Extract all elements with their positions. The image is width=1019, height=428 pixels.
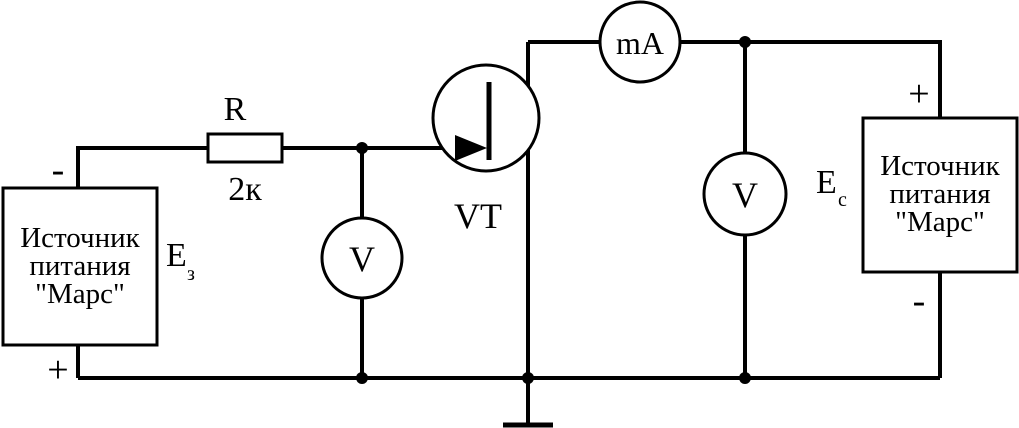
right-source-emf-sub: c (838, 189, 847, 211)
left-source-emf-sub: з (187, 263, 195, 285)
milliammeter: mA (598, 0, 682, 84)
junction-dot (739, 36, 751, 48)
transistor-label: VT (454, 196, 502, 236)
left-source-line-3: "Марс" (35, 278, 125, 310)
right-source-bottom-sign: - (913, 280, 926, 322)
transistor-circle (431, 63, 541, 173)
junction-dot (356, 372, 368, 384)
gate-voltmeter: V (320, 216, 404, 300)
right-source-line-2: питания (889, 178, 990, 210)
left-source-line-2: питания (29, 250, 130, 282)
junction-dot (356, 142, 368, 154)
milliammeter-label: mA (616, 25, 664, 61)
drain-voltmeter-circle (702, 151, 788, 237)
gate-voltmeter-label: V (349, 239, 375, 279)
resistor-value: 2к (228, 171, 262, 208)
junction-dot (739, 372, 751, 384)
left-source-line-1: Источник (20, 222, 140, 254)
left-source-box (1, 186, 159, 347)
milliammeter-circle (598, 0, 682, 84)
right-source-box (861, 116, 1019, 274)
junction-dots (356, 36, 751, 384)
left-source-emf-main: E (166, 237, 187, 274)
wires (76, 40, 942, 428)
junction-dot (522, 372, 534, 384)
left-source-bottom-sign: + (47, 349, 68, 391)
wire-left-source-to-resistor (76, 146, 208, 188)
right-source-top-sign: + (908, 73, 929, 115)
resistor-body (206, 132, 284, 164)
drain-voltmeter-label: V (732, 175, 758, 215)
left-source-top-sign: - (52, 149, 65, 191)
drain-voltmeter: V (702, 151, 788, 237)
right-source-line-1: Источник (880, 150, 1000, 182)
resistor: R 2к (206, 91, 284, 208)
right-power-source: Источник питания "Марс" + - E c (816, 73, 1019, 322)
transistor-vt: VT (431, 63, 541, 236)
right-source-emf-main: E (816, 164, 837, 201)
wire-ammeter-to-right-source (680, 40, 942, 118)
resistor-name: R (224, 91, 247, 128)
transistor-gate-arrow (455, 135, 487, 161)
left-power-source: Источник питания "Марс" - + E з (1, 149, 195, 391)
right-source-line-3: "Марс" (895, 206, 985, 238)
gate-voltmeter-circle (320, 216, 404, 300)
